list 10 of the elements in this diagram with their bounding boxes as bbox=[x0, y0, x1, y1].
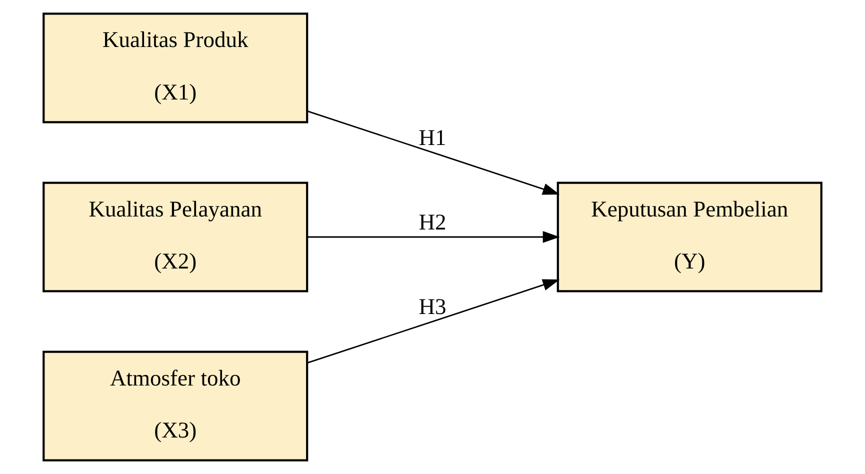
node-box: Kualitas Pelayanan (X2) bbox=[42, 182, 308, 292]
node-box: Keputusan Pembelian (Y) bbox=[556, 182, 822, 292]
node-box: Atmosfer toko (X3) bbox=[42, 350, 308, 462]
edge-label: H2 bbox=[418, 210, 446, 235]
edge-label: H1 bbox=[418, 125, 446, 150]
arrow bbox=[306, 110, 560, 195]
arrow bbox=[307, 231, 560, 243]
node-box: Kualitas Produk (X1) bbox=[42, 12, 308, 124]
edge-label: H3 bbox=[418, 294, 446, 320]
arrow bbox=[306, 279, 560, 364]
